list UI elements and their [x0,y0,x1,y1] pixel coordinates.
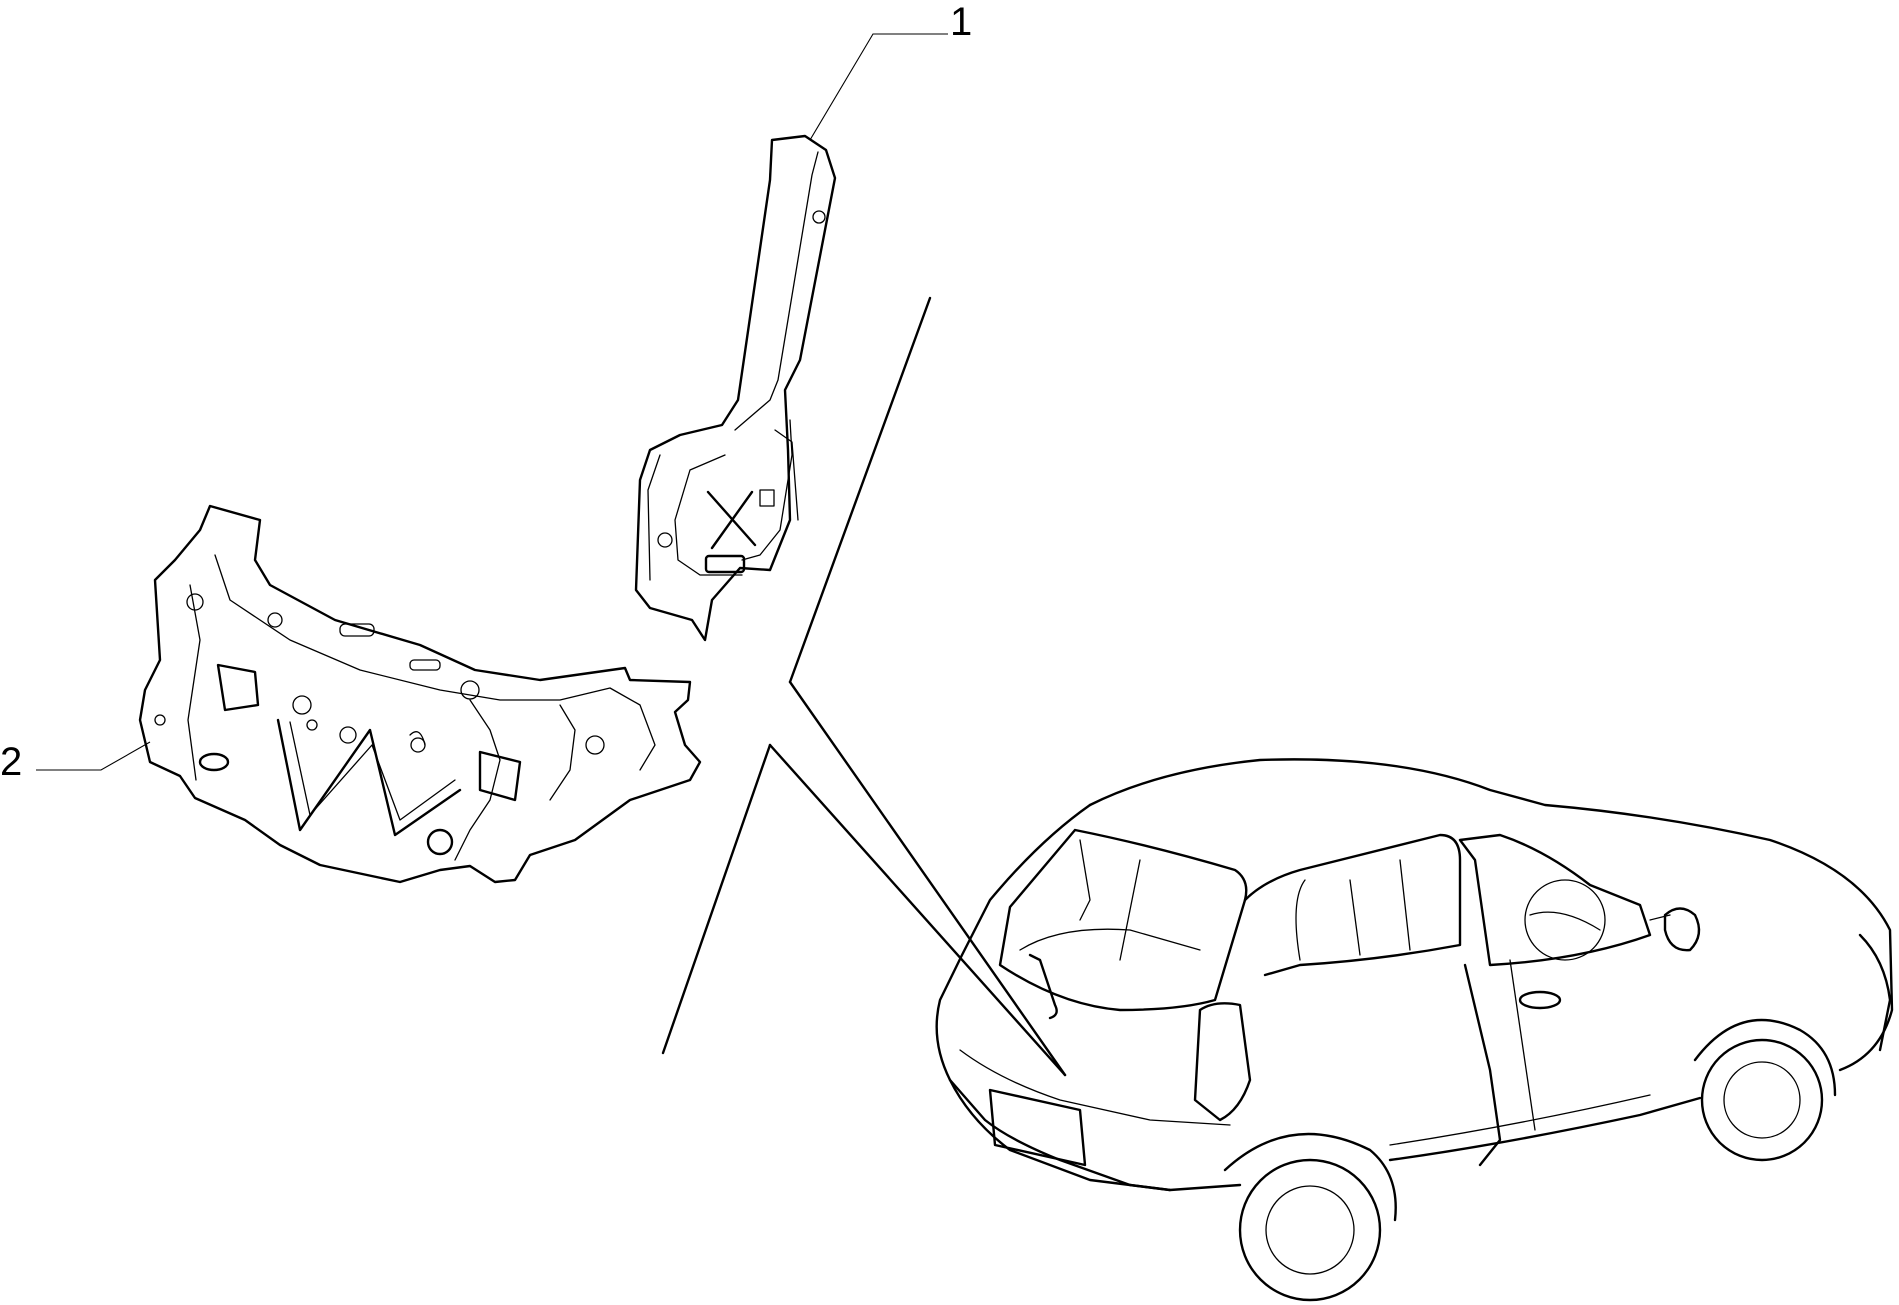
callout-label-2: 2 [0,740,22,784]
pointer-line-1 [788,680,1067,1077]
section-line-upper [788,296,932,684]
pointer-line-2 [768,743,1067,1077]
part-2-rear-panel [138,504,702,884]
leader-line-2 [36,741,151,771]
leader-line-1 [809,33,948,141]
callout-2: 2 [0,740,151,784]
section-line-lower [661,743,772,1055]
callout-1: 1 [809,0,972,141]
explosion-lines [661,296,1067,1077]
callout-label-1: 1 [950,0,972,44]
part-1-pillar-panel [634,134,837,642]
car-illustration [935,758,1894,1302]
